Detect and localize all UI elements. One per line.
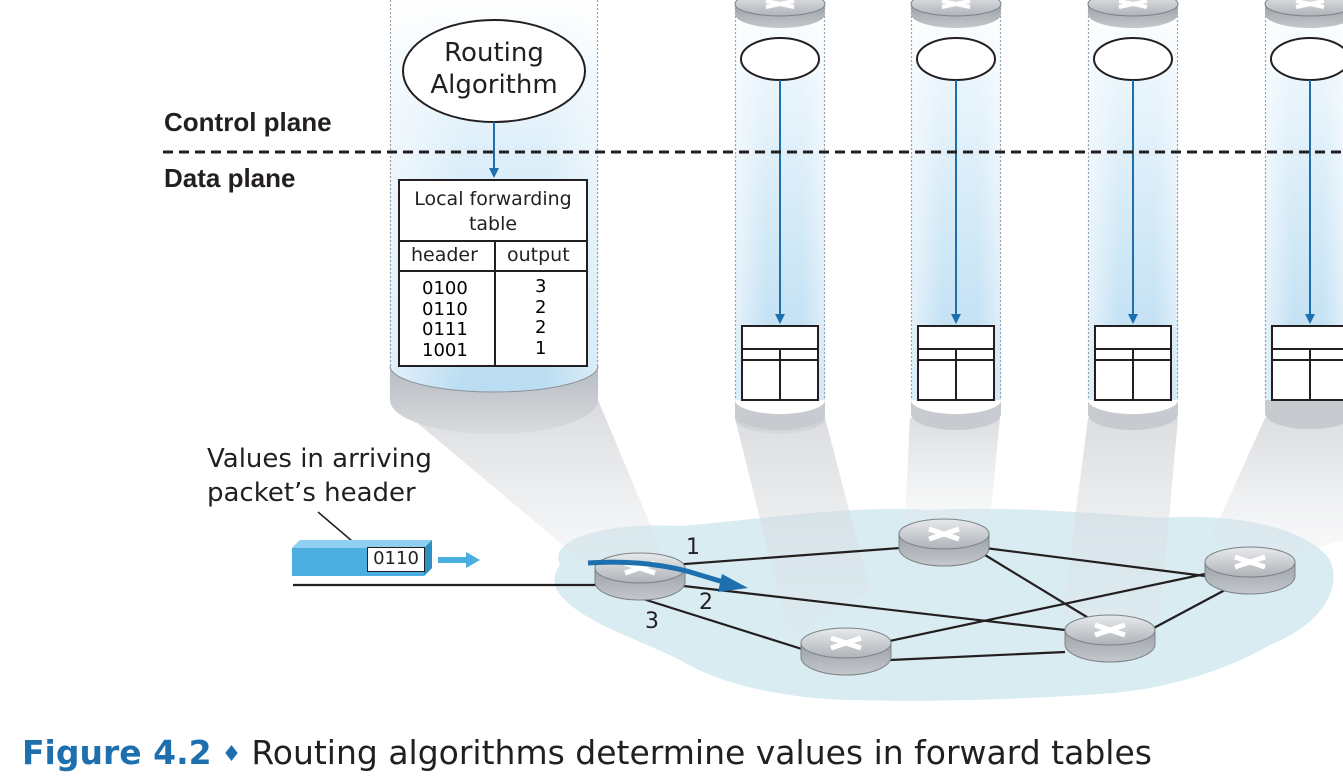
- router-icon: [1204, 546, 1296, 595]
- projection-beams: [390, 400, 1343, 640]
- packet-path-arrow: [587, 559, 731, 587]
- header-values: 0100 0110 0111 1001: [422, 278, 468, 361]
- algorithm-ellipse-2: [740, 37, 820, 81]
- column-header-output: output: [507, 244, 570, 266]
- network-routers: [594, 518, 1296, 676]
- packet-path-arrowhead: [718, 574, 748, 592]
- router-icon: [734, 0, 826, 28]
- forwarding-table-title: Local forwarding table: [414, 188, 572, 235]
- annotation-line-1: Values in arriving: [207, 444, 432, 474]
- table-cell: 3: [535, 276, 547, 297]
- table-cell: 0110: [422, 298, 468, 320]
- routing-algorithm-label: Routing Algorithm: [430, 38, 558, 100]
- algorithm-ellipse-4: [1093, 37, 1173, 81]
- beam-5: [1210, 418, 1343, 556]
- router-icon: [898, 518, 990, 567]
- local-forwarding-table: Local forwarding table header output 010…: [398, 179, 588, 367]
- forwarding-table-3: [917, 325, 995, 401]
- port-label-2: 2: [699, 590, 713, 615]
- data-plane-label: Data plane: [164, 163, 296, 193]
- beam-4: [1062, 418, 1178, 620]
- network-links: [293, 546, 1226, 662]
- beam-2: [735, 418, 870, 640]
- port-label-1: 1: [686, 535, 700, 560]
- packet-header-value: 0110: [367, 547, 425, 572]
- annotation-line-2: packet’s header: [207, 478, 416, 508]
- caption-text: Routing algorithms determine values in f…: [251, 733, 1152, 772]
- table-cell: 1: [535, 337, 547, 359]
- column-main-base: [390, 366, 598, 434]
- table-cell: 0111: [422, 319, 468, 340]
- table-cell: 1001: [422, 339, 468, 361]
- beam-main: [390, 400, 665, 572]
- table-column-divider: [494, 242, 496, 365]
- beam-3: [905, 418, 1000, 520]
- router-icon: [1087, 0, 1179, 28]
- packet-direction-arrow: [438, 552, 480, 568]
- table-cell: 2: [535, 317, 547, 338]
- control-plane-label: Control plane: [164, 107, 332, 137]
- annotation-leader: [317, 511, 353, 542]
- router-icon: [1064, 614, 1156, 663]
- algorithm-ellipse-3: [916, 37, 996, 81]
- router-icon: [910, 0, 1002, 28]
- figure-caption: Figure 4.2 ♦ Routing algorithms determine …: [22, 733, 1152, 772]
- forwarding-table-5: [1271, 325, 1343, 401]
- table-divider: [400, 240, 586, 242]
- figure-number: Figure 4.2: [22, 733, 212, 772]
- port-label-3: 3: [645, 609, 659, 634]
- table-cell: 0100: [422, 278, 468, 299]
- column-top-routers: [734, 0, 1343, 28]
- output-values: 3 2 2 1: [535, 276, 547, 359]
- diamond-separator-icon: ♦: [221, 742, 242, 767]
- algorithm-ellipse-5: [1270, 37, 1343, 81]
- table-cell: 2: [535, 296, 547, 318]
- forwarding-table-2: [741, 325, 819, 401]
- router-icon: [1264, 0, 1343, 28]
- table-divider: [400, 270, 586, 272]
- router-icon: [800, 627, 892, 676]
- forwarding-table-4: [1094, 325, 1172, 401]
- column-header-header: header: [411, 244, 478, 266]
